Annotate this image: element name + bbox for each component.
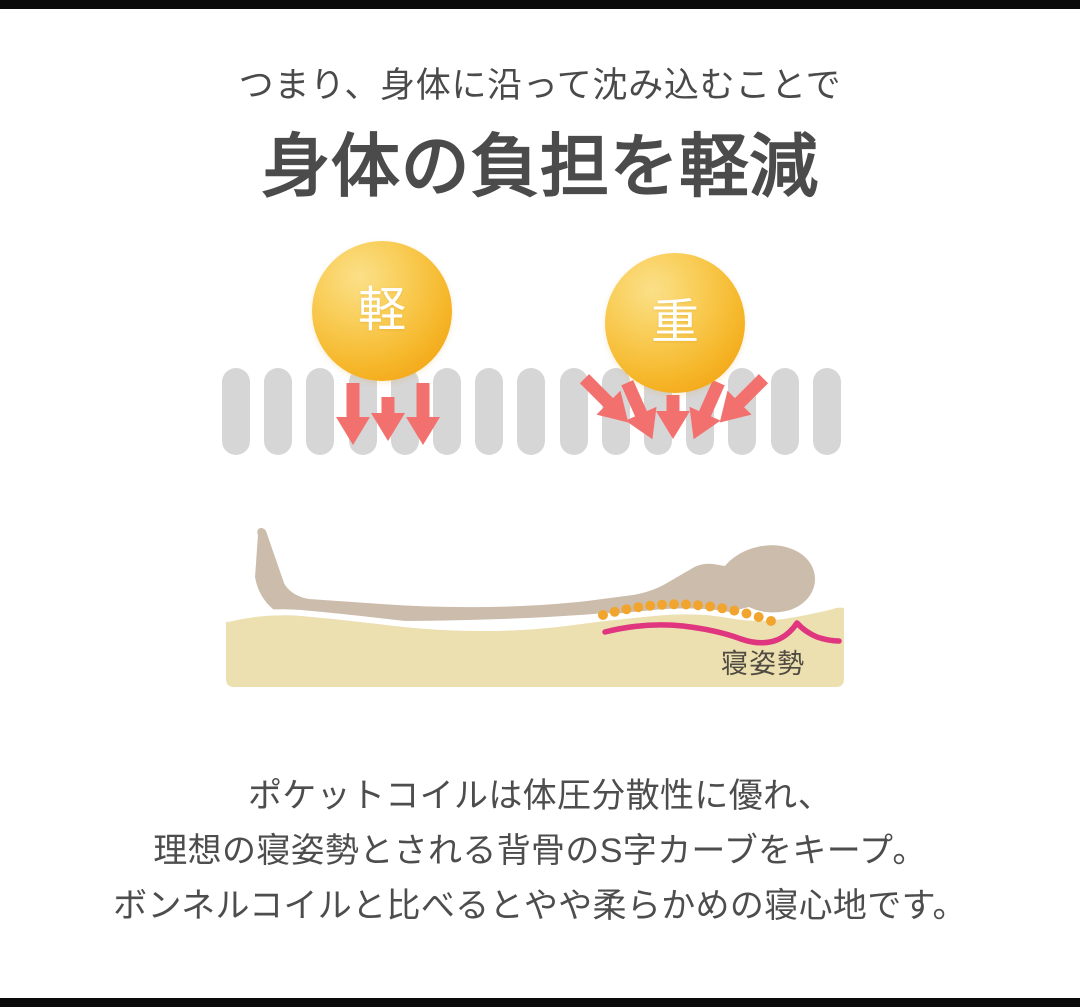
headline-block: つまり、身体に沿って沈み込むことで 身体の負担を軽減: [0, 65, 1080, 206]
spine-dot: [621, 604, 632, 615]
pressure-arrow-heavy: [571, 365, 643, 437]
spine-dot-group: [598, 599, 776, 626]
load-circle-light: 軽: [312, 241, 452, 381]
spine-dot: [633, 602, 644, 613]
load-circle-heavy-glyph: 重: [650, 296, 699, 349]
load-circle-heavy: 重: [605, 253, 745, 393]
spine-dot: [598, 610, 608, 620]
infographic-canvas: つまり、身体に沿って沈み込むことで 身体の負担を軽減 軽 重: [0, 9, 1080, 998]
load-circle-light-glyph: 軽: [357, 284, 406, 337]
pressure-arrow-heavy: [610, 375, 671, 449]
coil-bar: [390, 368, 419, 455]
spine-dot: [729, 605, 740, 616]
body-copy-line: 理想の寝姿勢とされる背骨のS字カーブをキープ。: [153, 832, 927, 871]
spine-dot: [741, 608, 752, 619]
spine-dot: [681, 599, 691, 610]
body-copy-block: ポケットコイルは体圧分散性に優れ、理想の寝姿勢とされる背骨のS字カーブをキープ。…: [0, 769, 1080, 934]
body-copy-line: ボンネルコイルと比べるとやや柔らかめの寝心地です。: [113, 887, 967, 926]
spine-dot: [717, 603, 728, 614]
pressure-arrow-light: [369, 397, 407, 443]
spine-dot: [609, 606, 620, 617]
pressure-arrow-heavy: [675, 375, 736, 449]
coil-pressure-diagram: 軽 重: [205, 231, 865, 471]
spine-dot: [657, 599, 668, 610]
pressure-arrow-heavy: [654, 395, 692, 441]
coil-bar: [812, 368, 841, 455]
coil-bar: [222, 368, 250, 455]
body-silhouette: [255, 528, 815, 621]
letterbox-top: [0, 0, 1080, 9]
coil-bar: [517, 368, 546, 455]
posture-label: 寝姿勢: [721, 649, 806, 679]
spine-dot: [753, 612, 764, 622]
coil-bar: [264, 368, 293, 455]
pressure-arrow-light: [334, 383, 372, 447]
spine-dot: [693, 600, 703, 611]
pressure-arrow-light: [404, 383, 442, 447]
spine-dot: [645, 600, 656, 611]
coil-bar: [306, 368, 335, 455]
spine-dot: [705, 601, 716, 612]
coil-bar: [433, 368, 461, 455]
sleeping-posture-illustration: 寝姿勢: [205, 509, 865, 709]
coil-bar: [475, 368, 504, 455]
spine-dot: [669, 599, 679, 610]
letterbox-bottom: [0, 998, 1080, 1007]
pressure-arrow-heavy: [705, 365, 777, 437]
headline-title: 身体の負担を軽減: [261, 128, 819, 205]
spine-dot: [766, 616, 776, 626]
sleeper-svg: [225, 528, 844, 687]
headline-subtitle: つまり、身体に沿って沈み込むことで: [238, 66, 842, 105]
body-copy-line: ポケットコイルは体圧分散性に優れ、: [247, 777, 833, 815]
coil-bar-row: [205, 368, 865, 455]
spine-s-curve: [602, 620, 842, 646]
coil-bar: [770, 368, 799, 455]
